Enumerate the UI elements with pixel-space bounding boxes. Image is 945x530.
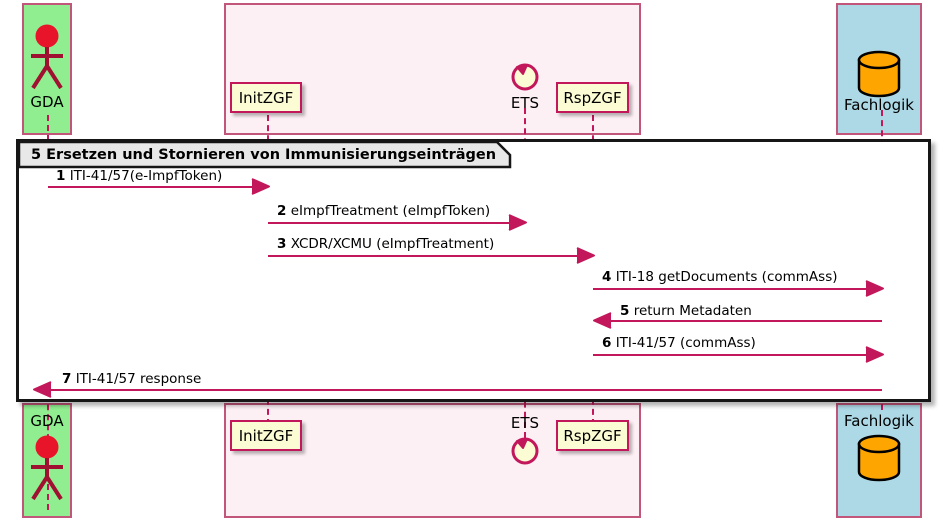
message-label-5: 5 return Metadaten [620, 303, 752, 319]
arrow-head-5 [593, 312, 612, 329]
participant-label-ets-bottom: ETS [510, 414, 540, 432]
message-label-2: 2 eImpfTreatment (eImpfToken) [277, 203, 491, 219]
message-line-3 [268, 255, 585, 257]
message-label-1: 1 ITI-41/57(e-ImpfToken) [56, 168, 223, 184]
message-text-7: ITI-41/57 response [75, 371, 202, 387]
arrow-head-4 [865, 280, 884, 297]
message-text-6: ITI-41/57 (commAss) [615, 335, 756, 351]
message-text-2: eImpfTreatment (eImpfToken) [290, 203, 491, 219]
frame-tab [17, 140, 512, 169]
message-number-3: 3 [277, 236, 287, 252]
control-icon-ets-bottom [508, 432, 542, 466]
message-line-6 [593, 354, 874, 356]
message-text-5: return Metadaten [633, 303, 752, 319]
message-number-6: 6 [602, 335, 612, 351]
message-text-3: XCDR/XCMU (eImpfTreatment) [290, 236, 495, 252]
message-line-5 [608, 320, 882, 322]
frame-label: 5 Ersetzen und Stornieren von Immunisier… [31, 147, 497, 163]
message-text-1: ITI-41/57(e-ImpfToken) [69, 168, 223, 184]
message-line-1 [48, 186, 260, 188]
message-number-5: 5 [620, 303, 630, 319]
arrow-head-2 [508, 214, 527, 231]
message-label-7: 7 ITI-41/57 response [62, 371, 202, 387]
message-number-1: 1 [56, 168, 66, 184]
control-icon-ets-top [508, 58, 542, 92]
participant-label-gda-bottom: GDA [30, 412, 64, 430]
message-label-4: 4 ITI-18 getDocuments (commAss) [602, 269, 838, 285]
participant-label-rspzgf-top[interactable]: RspZGF [556, 82, 629, 113]
message-line-4 [593, 288, 874, 290]
participant-label-initzgf-top[interactable]: InitZGF [230, 82, 302, 113]
arrow-head-7 [33, 381, 52, 398]
actor-icon-gda-bottom [25, 433, 70, 501]
participant-label-fachlogik-top: Fachlogik [844, 96, 914, 114]
participant-label-rspzgf-bottom[interactable]: RspZGF [556, 420, 629, 451]
participant-label-gda-top: GDA [30, 93, 64, 111]
message-line-2 [268, 222, 517, 224]
participant-group-system [224, 3, 641, 135]
message-text-4: ITI-18 getDocuments (commAss) [615, 269, 838, 285]
message-number-2: 2 [277, 203, 287, 219]
arrow-head-1 [251, 178, 270, 195]
message-label-6: 6 ITI-41/57 (commAss) [602, 335, 756, 351]
participant-label-initzgf-bottom[interactable]: InitZGF [230, 420, 302, 451]
arrow-head-3 [576, 247, 595, 264]
database-icon-fachlogik-top [853, 50, 905, 100]
message-number-7: 7 [62, 371, 72, 387]
participant-label-fachlogik-bottom: Fachlogik [844, 412, 914, 430]
arrow-head-6 [865, 346, 884, 363]
message-label-3: 3 XCDR/XCMU (eImpfTreatment) [277, 236, 495, 252]
actor-icon-gda-top [25, 22, 70, 90]
database-icon-fachlogik-bottom [853, 434, 905, 484]
message-line-7 [49, 389, 882, 391]
participant-label-ets-top: ETS [510, 94, 540, 112]
combined-fragment-frame [16, 139, 931, 402]
message-number-4: 4 [602, 269, 612, 285]
